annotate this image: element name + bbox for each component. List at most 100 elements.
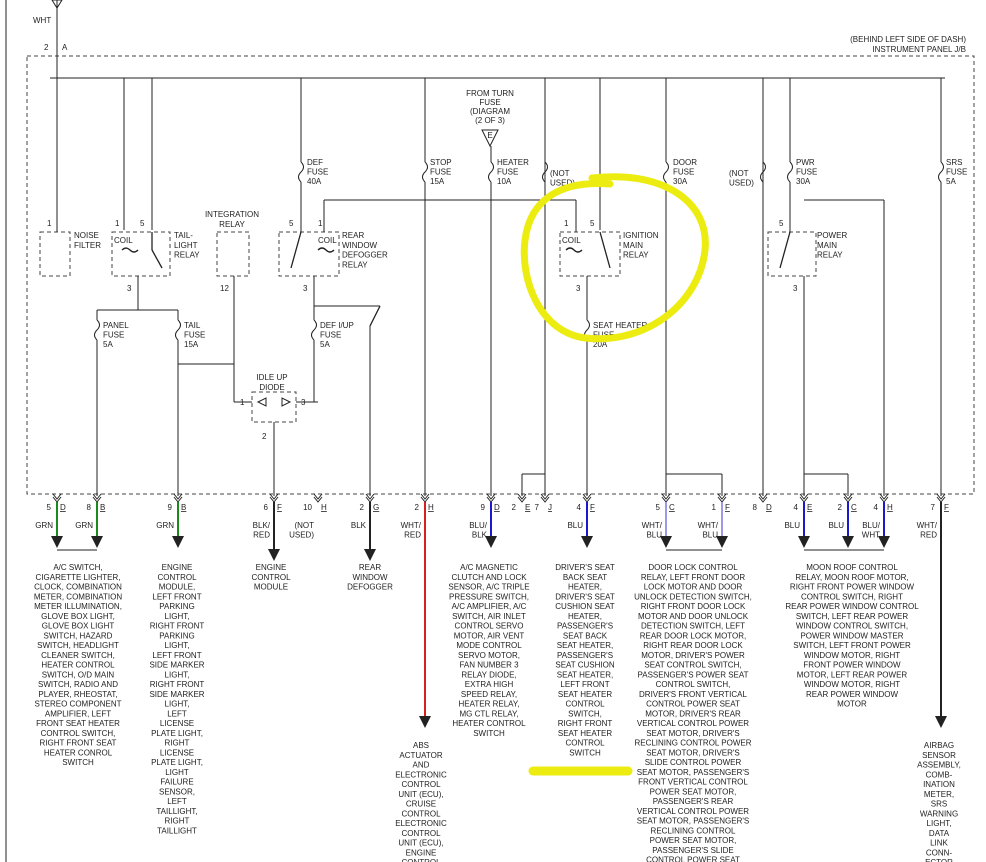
fuse-label-stop: 15A <box>430 177 445 186</box>
description-d_airbag: CONN- <box>926 848 953 857</box>
relay-pin: 12 <box>220 284 229 293</box>
fuse-label-tail: 15A <box>184 340 199 349</box>
fuse-label-defiup: DEF I/UP <box>320 321 354 330</box>
description-d_door: POWER SEAT MOTOR, <box>650 836 737 845</box>
description-d_door: CONTROL POWER SEAT <box>646 700 740 709</box>
description-d_ecm1: CONTROL <box>157 573 197 582</box>
fuse-label-notused1: (NOT <box>550 169 570 178</box>
description-d_door: CONTROL SWITCH, <box>656 680 731 689</box>
description-d_acmag: SWITCH <box>473 729 505 738</box>
connector-pin-letter: E <box>807 503 812 512</box>
description-d_ecm1: LEFT <box>167 797 187 806</box>
connector-pin-number: 7 <box>931 503 936 512</box>
description-d_ecm1: TAILLIGHT, <box>156 807 197 816</box>
description-d_acmag: MOTOR, AIR VENT <box>454 631 525 640</box>
description-d_door: UNLOCK DETECTION SWITCH, <box>634 592 752 601</box>
description-d_abs: ENGINE <box>406 848 437 857</box>
wire-color-label: BLK <box>351 521 367 530</box>
fuse-symbols <box>94 161 944 341</box>
fuse-label-pwr: 30A <box>796 177 811 186</box>
power-main-relay-label: RELAY <box>817 251 843 260</box>
description-d_seat: SWITCH <box>569 748 601 757</box>
description-d_ecm1: PLATE LIGHT, <box>151 729 203 738</box>
description-d_door: POWER SEAT MOTOR, <box>650 787 737 796</box>
turn-fuse-ref-line: (2 OF 3) <box>475 116 505 125</box>
jb-location-line1: (BEHIND LEFT SIDE OF DASH) <box>850 35 966 44</box>
switch-arm <box>779 231 791 269</box>
description-d_ecm1: SENSOR, <box>159 787 195 796</box>
description-d_ecm1: FAILURE <box>160 778 193 787</box>
description-d_abs: ELECTRONIC <box>395 770 447 779</box>
connector-pin-1F <box>717 493 727 500</box>
connector-pin-4H <box>879 493 889 500</box>
fuse-label-def: DEF <box>307 158 323 167</box>
description-d_door: SEAT MOTOR, DRIVER'S <box>646 729 740 738</box>
relay-pin: 3 <box>127 284 132 293</box>
connector-pin-number: 1 <box>712 503 717 512</box>
switch-arm <box>599 231 611 269</box>
description-d_airbag: METER, <box>924 790 954 799</box>
relay-pin: 5 <box>289 219 294 228</box>
fuse-label-srs: FUSE <box>946 168 967 177</box>
description-d_acmag: HEATER RELAY, <box>459 700 520 709</box>
description-d_abs: CONTROL <box>401 858 441 862</box>
fuse-label-panel: FUSE <box>103 331 124 340</box>
description-d_airbag: SRS <box>931 800 947 809</box>
relay-pin: 5 <box>590 219 595 228</box>
description-d_door: SLIDE CONTROL POWER <box>645 758 742 767</box>
description-d_abs: UNIT (ECU), <box>398 790 443 799</box>
description-d_acmag: A/C AMPLIFIER, A/C <box>452 602 527 611</box>
description-d_ac: SWITCH, O/D MAIN <box>42 670 115 679</box>
wire-color-label: USED) <box>289 531 314 540</box>
description-d_ecm1: RIGHT FRONT <box>150 680 205 689</box>
fuse-label-notused2: USED) <box>729 179 754 188</box>
wire-color-label: (NOT <box>294 521 314 530</box>
description-d_ac: CLEANER SWITCH, <box>41 651 115 660</box>
defogger-relay-label: REAR <box>342 231 364 240</box>
description-d_ecm1: LICENSE <box>160 719 194 728</box>
connector-pin-letter: F <box>944 503 949 512</box>
description-d_moon: WINDOW MOTOR, RIGHT <box>804 651 900 660</box>
connector-pin-number: 7 <box>535 503 540 512</box>
description-d_seat: SEAT CUSHION <box>555 661 614 670</box>
description-d_seat: RIGHT FRONT <box>558 719 613 728</box>
tail-light-relay-box <box>111 231 171 277</box>
top-pin-letter: A <box>62 43 68 52</box>
power-main-relay-label: POWER <box>817 231 847 240</box>
description-d_acmag: EXTRA HIGH <box>465 680 514 689</box>
connector-pin-number: 2 <box>360 503 365 512</box>
description-d_seat: PASSENGER'S <box>557 651 613 660</box>
description-d_door: PASSENGER'S SLIDE <box>652 846 733 855</box>
description-d_ac: CIGARETTE LIGHTER, <box>36 573 121 582</box>
fuse-label-def: 40A <box>307 177 322 186</box>
description-d_ac: METER ILLUMINATION, <box>34 602 122 611</box>
defogger-relay-label: RELAY <box>342 260 368 269</box>
description-d_ac: HEATER CONROL <box>44 748 113 757</box>
switch-arm <box>151 249 163 269</box>
switch-arm <box>290 231 302 269</box>
description-d_acmag: HEATER CONTROL <box>452 719 526 728</box>
description-d_moon: REAR POWER WINDOW CONTROL <box>785 602 919 611</box>
description-d_ecm1: MODULE, <box>159 583 195 592</box>
description-d_airbag: ASSEMBLY, <box>917 761 961 770</box>
diode-symbol <box>281 397 292 407</box>
description-d_moon: CONTROL SWITCH, RIGHT <box>801 592 903 601</box>
connector-pin-9B <box>173 493 183 500</box>
description-d_door: PASSENGER'S POWER SEAT <box>637 670 748 679</box>
coil-label: COIL <box>318 236 337 245</box>
connector-pin-4F <box>582 493 592 500</box>
description-d_ac: SWITCH <box>62 758 94 767</box>
defogger-relay-label: WINDOW <box>342 241 378 250</box>
description-d_airbag: INATION <box>923 780 955 789</box>
relay-pin: 5 <box>140 219 145 228</box>
description-d_door: CONTROL POWER SEAT <box>646 856 740 862</box>
description-d_acmag: SWITCH, AIR INLET <box>452 612 526 621</box>
wire-color-label: GRN <box>35 521 53 530</box>
wire-color-label: GRN <box>156 521 174 530</box>
connector-pin-number: 10 <box>303 503 312 512</box>
fuse-label-pwr: PWR <box>796 158 815 167</box>
description-d_moon: MOTOR, LEFT REAR POWER <box>797 670 908 679</box>
description-d_ecm1: LIGHT <box>165 768 189 777</box>
connector-pin-number: 4 <box>577 503 582 512</box>
connector-pin-letter: B <box>181 503 186 512</box>
